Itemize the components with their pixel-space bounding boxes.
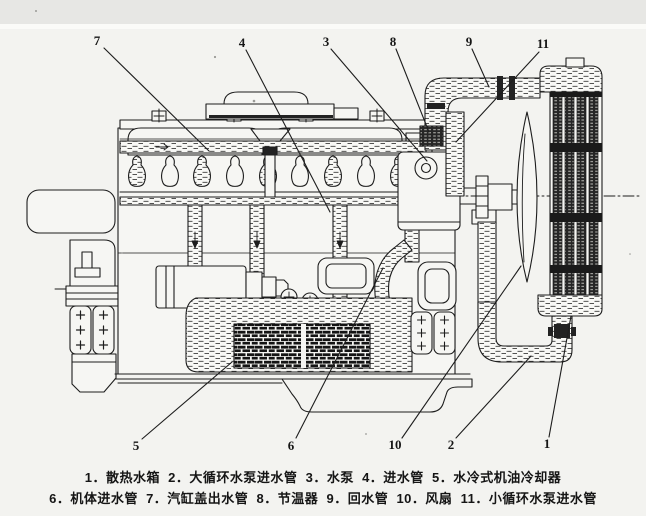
fan-blade <box>516 111 538 283</box>
fan-hub <box>487 183 513 211</box>
flow-arrows <box>191 231 344 249</box>
cooling-fan <box>475 111 538 283</box>
callout-10: 10 <box>389 437 402 452</box>
thermostat <box>419 125 444 147</box>
radiator-filler-cap <box>565 57 585 68</box>
fan-pulley <box>475 175 489 219</box>
radiator-top-tank <box>539 65 603 93</box>
curved-feed-pipe <box>374 239 413 303</box>
air-intake-box <box>205 91 359 120</box>
return-pipe <box>424 76 541 151</box>
legend-line-1: 1．散热水箱 2．大循环水泵进水管 3．水泵 4．进水管 5．水冷式机油冷却器 <box>84 470 562 485</box>
radiator-bottom-tank <box>537 294 603 317</box>
bottom-outlet-pipe <box>477 301 576 363</box>
front-pulley-assembly <box>65 239 119 393</box>
scan-shading-band <box>0 0 646 24</box>
oil-cooler <box>185 297 413 373</box>
callout-6: 6 <box>288 438 295 453</box>
callout-1: 1 <box>544 436 551 451</box>
left-mount-bracket <box>26 189 116 234</box>
callout-3: 3 <box>323 34 330 49</box>
callout-5: 5 <box>133 438 140 453</box>
callout-numbers: 7 4 3 8 9 11 5 6 10 2 1 <box>94 33 551 453</box>
scan-shading-band-light <box>0 24 646 29</box>
callout-11: 11 <box>537 36 549 51</box>
callout-7: 7 <box>94 33 101 48</box>
callout-2: 2 <box>448 437 455 452</box>
bolt-cross-marks <box>75 310 109 350</box>
callout-9: 9 <box>466 34 473 49</box>
callout-4: 4 <box>239 35 246 50</box>
small-circulation-pipe <box>445 111 465 197</box>
scan-speckles <box>35 10 631 435</box>
callout-8: 8 <box>390 34 397 49</box>
legend-line-2: 6．机体进水管 7．汽缸盖出水管 8．节温器 9．回水管 10．风扇 11．小循… <box>49 491 597 506</box>
callout-leader-lines <box>103 47 572 440</box>
oil-pan <box>114 373 473 413</box>
radiator <box>537 57 603 317</box>
